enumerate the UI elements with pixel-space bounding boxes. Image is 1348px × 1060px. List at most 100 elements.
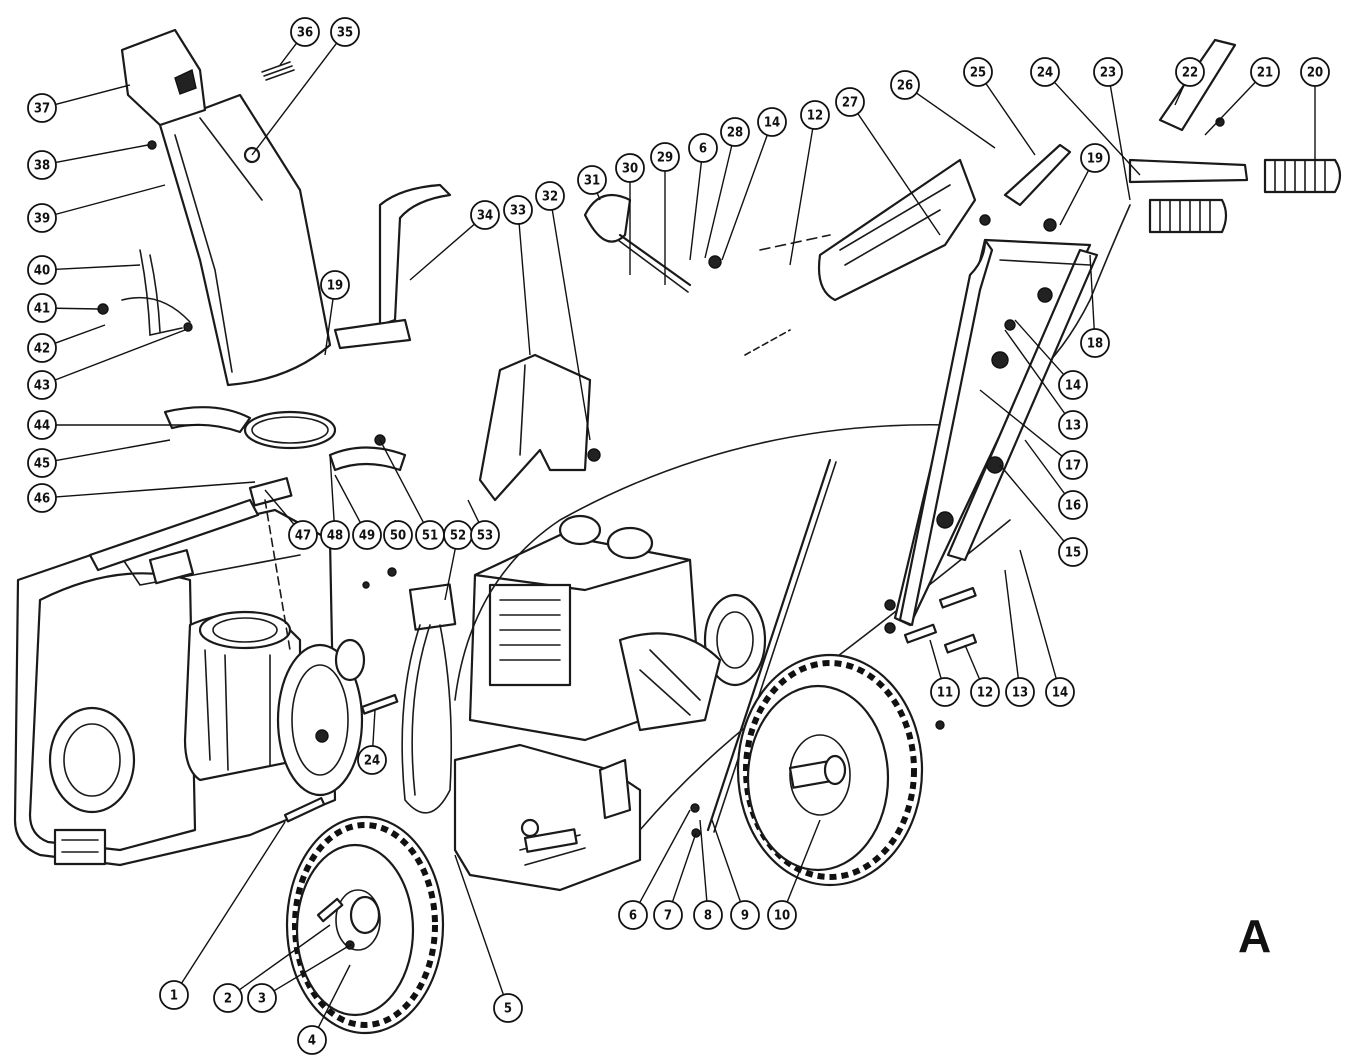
callout-10: 10 xyxy=(767,819,821,930)
callout-1: 1 xyxy=(159,821,286,1010)
callout-number: 18 xyxy=(1087,337,1103,352)
callout-number: 43 xyxy=(34,379,50,394)
callout-32: 32 xyxy=(535,181,591,441)
callout-circle xyxy=(27,370,57,400)
leader-line xyxy=(789,128,814,266)
callout-12: 12 xyxy=(964,644,1000,707)
axle xyxy=(523,828,578,853)
callout-number: 14 xyxy=(1052,686,1068,701)
callout-circle xyxy=(1175,57,1205,87)
callout-number: 25 xyxy=(970,66,986,81)
impeller-housing xyxy=(183,610,302,782)
callout-19: 19 xyxy=(320,270,350,356)
callout-number: 36 xyxy=(297,26,313,41)
leader-line xyxy=(454,854,505,996)
callout-number: 14 xyxy=(1065,379,1081,394)
leader-line xyxy=(1053,81,1141,176)
callout-number: 39 xyxy=(34,212,50,227)
callout-14: 14 xyxy=(1014,319,1088,400)
callout-circle xyxy=(383,520,413,550)
callout-26: 26 xyxy=(890,70,996,149)
callout-number: 14 xyxy=(764,116,780,131)
callout-40: 40 xyxy=(27,255,141,285)
callout-number: 47 xyxy=(295,529,311,544)
leader-line xyxy=(409,223,475,281)
leader-line xyxy=(916,92,996,149)
leader-line xyxy=(54,329,186,381)
leader-line xyxy=(1174,84,1185,106)
callout-number: 13 xyxy=(1065,419,1081,434)
callout-44: 44 xyxy=(27,410,200,440)
callout-number: 12 xyxy=(807,109,823,124)
callout-number: 9 xyxy=(741,909,749,924)
callout-number: 34 xyxy=(477,209,493,224)
callout-31: 31 xyxy=(577,165,607,201)
callout-3: 3 xyxy=(247,943,353,1013)
callout-5: 5 xyxy=(454,854,523,1023)
callout-28: 28 xyxy=(704,117,750,259)
callout-number: 45 xyxy=(34,457,50,472)
callout-21: 21 xyxy=(1204,57,1280,136)
callout-circle xyxy=(470,520,500,550)
callout-number: 6 xyxy=(699,142,707,157)
callout-16: 16 xyxy=(1024,439,1088,520)
callout-11: 11 xyxy=(929,639,960,707)
callout-circle xyxy=(27,448,57,478)
callout-number: 1 xyxy=(170,989,178,1004)
callout-circle xyxy=(27,333,57,363)
callout-49: 49 xyxy=(334,474,382,550)
callout-12: 12 xyxy=(789,100,830,266)
callout-number: 41 xyxy=(34,302,50,317)
leader-line xyxy=(699,819,708,902)
pulley-assembly xyxy=(276,638,366,797)
leader-line xyxy=(689,161,703,261)
callout-number: 23 xyxy=(1100,66,1116,81)
callout-circle xyxy=(1080,143,1110,173)
leader-line xyxy=(1004,329,1066,415)
callout-24: 24 xyxy=(357,709,387,775)
callout-circle xyxy=(357,745,387,775)
callout-circle xyxy=(1058,490,1088,520)
shift-rod xyxy=(706,458,837,833)
leader-line xyxy=(551,209,591,441)
callout-45: 45 xyxy=(27,439,171,478)
callout-number: 52 xyxy=(450,529,466,544)
callout-2: 2 xyxy=(213,924,331,1013)
callout-circle xyxy=(1058,537,1088,567)
callout-circle xyxy=(890,70,920,100)
callout-48: 48 xyxy=(320,454,350,550)
leader-line xyxy=(1059,170,1090,226)
leader-line xyxy=(279,42,298,66)
leader-line xyxy=(264,489,295,525)
callout-circle xyxy=(27,255,57,285)
callout-circle xyxy=(650,142,680,172)
leader-line xyxy=(1109,85,1131,201)
callout-27: 27 xyxy=(835,87,941,236)
callout-circle xyxy=(930,677,960,707)
view-label: A xyxy=(1238,910,1271,962)
callout-number: 6 xyxy=(629,909,637,924)
callout-34: 34 xyxy=(409,200,500,281)
leader-line xyxy=(979,389,1063,457)
leader-line xyxy=(55,264,141,270)
callout-number: 15 xyxy=(1065,546,1081,561)
leader-line xyxy=(317,964,351,1028)
callout-number: 51 xyxy=(422,529,438,544)
callout-number: 33 xyxy=(510,204,526,219)
callout-circle xyxy=(1058,410,1088,440)
callout-circle xyxy=(297,1025,327,1055)
callout-number: 19 xyxy=(1087,152,1103,167)
leader-line xyxy=(379,439,425,523)
callout-circle xyxy=(720,117,750,147)
callout-circle xyxy=(290,17,320,47)
callout-7: 7 xyxy=(653,832,697,930)
callout-number: 21 xyxy=(1257,66,1273,81)
callout-50: 50 xyxy=(383,519,413,550)
callout-circle xyxy=(27,293,57,323)
callout-4: 4 xyxy=(297,964,351,1055)
engine xyxy=(408,514,767,742)
leader-line xyxy=(55,184,166,216)
callout-circle xyxy=(27,483,57,513)
callout-circle xyxy=(352,520,382,550)
leader-line xyxy=(372,709,376,747)
